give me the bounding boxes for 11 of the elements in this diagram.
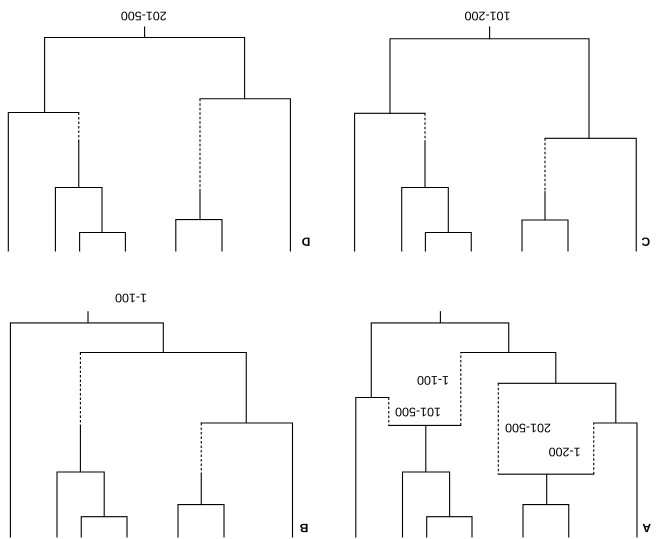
range-label: 201-500 [121, 12, 166, 20]
panel-letter: C [642, 237, 650, 246]
range-label: 1-200 [549, 448, 580, 456]
range-label: 101-200 [465, 12, 510, 20]
panel-letter: A [642, 524, 651, 532]
range-label: 101-500 [396, 408, 440, 416]
range-label: 201-500 [506, 424, 550, 432]
panel-letter: D [302, 238, 310, 246]
range-label: 1-100 [116, 294, 146, 302]
range-label: 1-100 [418, 376, 448, 385]
panel-letter: B [300, 524, 308, 532]
